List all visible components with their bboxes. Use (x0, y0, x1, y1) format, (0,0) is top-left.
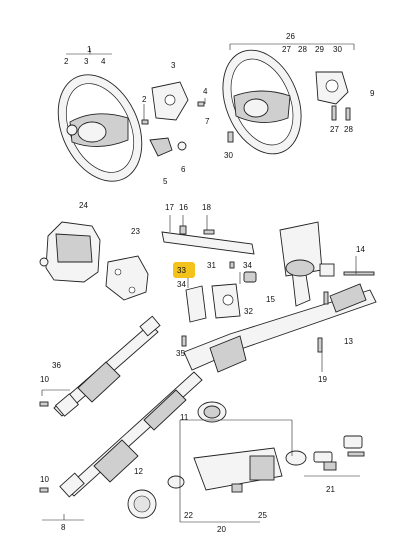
callout-22: 22 (184, 511, 193, 520)
callout-8: 8 (61, 523, 66, 532)
callout-15: 15 (266, 295, 275, 304)
support-brace (161, 225, 255, 255)
callout-2: 2 (142, 95, 147, 104)
callout-12: 12 (134, 467, 143, 476)
callout-5: 5 (163, 177, 168, 186)
callout-19: 19 (318, 375, 327, 384)
boot-and-cap (127, 401, 227, 519)
callout-7: 7 (205, 117, 210, 126)
steering-wheel-left (57, 74, 143, 182)
callout-3: 3 (84, 57, 89, 66)
callout-26: 26 (286, 32, 295, 41)
mounting-bracket (105, 255, 149, 301)
callout-18: 18 (202, 203, 211, 212)
callout-21: 21 (326, 485, 335, 494)
callout-17: 17 (165, 203, 174, 212)
callout-6: 6 (181, 165, 186, 174)
callout-2: 2 (64, 57, 69, 66)
key-set (313, 435, 365, 471)
steering-lock-housing (39, 221, 101, 283)
steering-wheel-right (222, 49, 302, 155)
callout-31: 31 (207, 261, 216, 270)
callout-10: 10 (40, 375, 49, 384)
callout-25: 25 (258, 511, 267, 520)
leader-lines (41, 43, 360, 523)
callout-34: 34 (243, 261, 252, 270)
upper-steering-shaft (39, 315, 161, 417)
ignition-switch-assembly (167, 447, 307, 493)
callout-30: 30 (333, 45, 342, 54)
clamp-assembly (181, 261, 257, 347)
callout-34: 34 (177, 280, 186, 289)
callout-13: 13 (344, 337, 353, 346)
callout-16: 16 (179, 203, 188, 212)
callout-27: 27 (330, 125, 339, 134)
callout-29: 29 (315, 45, 324, 54)
callout-3: 3 (171, 61, 176, 70)
callout-28: 28 (344, 125, 353, 134)
callout-30: 30 (224, 151, 233, 160)
callout-28: 28 (298, 45, 307, 54)
callout-11: 11 (180, 413, 189, 422)
callout-labels: 1 2 3 4 3 4 2 7 6 5 26 27 28 29 30 9 27 … (40, 32, 375, 534)
callout-10: 10 (40, 475, 49, 484)
callout-4: 4 (203, 87, 208, 96)
callout-27: 27 (282, 45, 291, 54)
callout-20: 20 (217, 525, 226, 534)
airbag-unit (227, 71, 351, 143)
callout-9: 9 (370, 89, 375, 98)
callout-24: 24 (79, 201, 88, 210)
callout-32: 32 (244, 307, 253, 316)
lower-steering-shaft (39, 371, 203, 498)
callout-33: 33 (177, 266, 186, 275)
steering-rack (183, 221, 377, 373)
callout-23: 23 (131, 227, 140, 236)
callout-1: 1 (87, 45, 92, 54)
highlight-marker (173, 262, 195, 278)
callout-36: 36 (52, 361, 61, 370)
callout-35: 35 (176, 349, 185, 358)
callout-14: 14 (356, 245, 365, 254)
callout-4: 4 (101, 57, 106, 66)
hub-parts-left (141, 81, 205, 157)
